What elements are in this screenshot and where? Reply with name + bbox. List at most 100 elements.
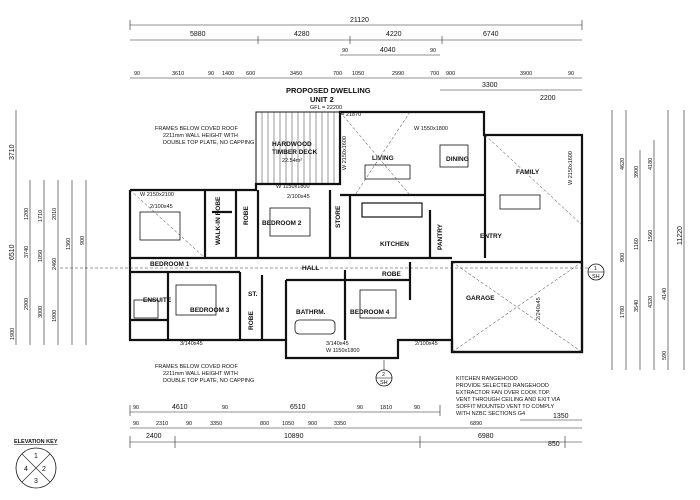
dim-left-9: 900 (80, 236, 86, 245)
room-dining: DINING (446, 156, 469, 163)
room-walkin: WALK-IN ROBE (215, 196, 222, 245)
note-rangehood-1: PROVIDE SELECTED RANGEHOOD (456, 383, 549, 389)
note-frames-bottom-3: DOUBLE TOP PLATE, NO CAPPING (163, 378, 254, 384)
window-tag-9: 3/140x45 (180, 341, 203, 347)
dim-right-6: 1780 (620, 306, 626, 318)
left-dimensions: 3710 6510 1200 1710 2010 3740 1050 2460 … (9, 110, 87, 345)
dim-b2-3: 3350 (210, 421, 222, 427)
dim-r3-3: 1400 (222, 71, 234, 77)
dim-top-3a-3: 90 (430, 48, 436, 54)
building-walls (60, 110, 590, 360)
room-deck-2: TIMBER DECK (272, 149, 317, 156)
room-deck-1: HARDWOOD (272, 141, 312, 148)
notes: FRAMES BELOW COVED ROOF 2211mm WALL HEIG… (155, 126, 561, 417)
title-gfl: GFL = 22200 (310, 105, 342, 111)
dim-right-5: 900 (620, 253, 626, 262)
section-markers: 1 SH 2 SH (375, 263, 605, 387)
dim-r3-1: 3610 (172, 71, 184, 77)
window-tag-3: W 1150x1800 (276, 184, 310, 190)
dim-left-8: 1360 (66, 238, 72, 250)
dim-top-3a-1: 90 (342, 48, 348, 54)
dim-r3-2: 90 (208, 71, 214, 77)
dim-right-8: 4320 (648, 296, 654, 308)
room-pantry: PANTRY (437, 223, 444, 250)
section-2-number: 2 (382, 372, 385, 378)
window-tag-1: W 1550x1800 (414, 126, 448, 132)
dim-right-0: 4620 (620, 158, 626, 170)
dim-b2-7: 3350 (334, 421, 346, 427)
dim-b1-2: 90 (222, 405, 228, 411)
note-frames-bottom-1: FRAMES BELOW COVED ROOF (155, 364, 238, 370)
title-line2: UNIT 2 (310, 95, 334, 104)
dim-r3-10: 900 (446, 71, 455, 77)
room-robe-1: ROBE (243, 206, 250, 225)
room-garage: GARAGE (466, 295, 495, 302)
window-tag-2: W 2150x2100 (140, 192, 174, 198)
dim-top-4: 6740 (483, 31, 499, 38)
dim-b2-2: 90 (186, 421, 192, 427)
dim-top-1: 5880 (190, 31, 206, 38)
dim-r3-11: 3900 (520, 71, 532, 77)
elevation-key-1: 1 (34, 453, 38, 460)
dim-left-10: 2900 (24, 298, 30, 310)
deck-boards (261, 112, 335, 184)
dim-r3-9: 700 (430, 71, 439, 77)
window-tag-10: 2/100x45 (415, 341, 438, 347)
dim-b2-6: 900 (308, 421, 317, 427)
window-tag-8: W 1150x1800 (326, 348, 360, 354)
dim-b3-0: 2400 (146, 433, 162, 440)
room-living: LIVING (372, 155, 394, 162)
dim-r3-4: 600 (246, 71, 255, 77)
dim-b3-3: 850 (548, 441, 560, 448)
room-bathrm: BATHRM. (296, 309, 326, 316)
room-hall: HALL (302, 265, 319, 272)
dim-b3-1: 10890 (284, 433, 304, 440)
room-robe-3: ROBE (382, 271, 401, 278)
dim-left-1: 6510 (9, 244, 16, 260)
dim-right-2: 4180 (648, 158, 654, 170)
top-dimensions: 21120 5880 4280 4220 6740 90 4040 90 90 … (129, 17, 583, 102)
bottom-dimensions: 90 4610 90 6510 90 1810 90 1350 90 2310 … (129, 404, 582, 448)
dim-left-13: 1900 (10, 328, 16, 340)
room-deck-area: 22.54m² (282, 158, 302, 164)
dim-top-3a-2: 4040 (380, 47, 396, 54)
dim-left-2: 1200 (24, 208, 30, 220)
note-rangehood-title: KITCHEN RANGEHOOD (456, 376, 518, 382)
note-frames-bottom-2: 2211mm WALL HEIGHT WITH (163, 371, 238, 377)
elevation-key-2: 2 (42, 466, 46, 473)
section-1-number: 1 (594, 266, 597, 272)
dim-top-2: 4280 (294, 31, 310, 38)
title-line1: PROPOSED DWELLING (286, 86, 371, 95)
elevation-key: ELEVATION KEY 1 2 3 4 (14, 439, 58, 489)
dim-r3-6: 700 (333, 71, 342, 77)
elevation-key-3: 3 (34, 478, 38, 485)
room-bedroom1: BEDROOM 1 (150, 261, 190, 268)
dim-b2-5: 1050 (282, 421, 294, 427)
note-rangehood-4: SOFFIT MOUNTED VENT TO COMPLY (456, 404, 555, 410)
room-bedroom2: BEDROOM 2 (262, 220, 302, 227)
dim-b2-1: 2310 (156, 421, 168, 427)
dim-r3-7: 1050 (352, 71, 364, 77)
window-tag-5: 2/100x45 (287, 194, 310, 200)
dim-b2-8: 6890 (470, 421, 482, 427)
dim-left-7: 2460 (52, 258, 58, 270)
dim-b1-5: 1810 (380, 405, 392, 411)
dim-left-4: 2010 (52, 208, 58, 220)
dim-overall: 21120 (350, 17, 369, 24)
note-frames-top-3: DOUBLE TOP PLATE, NO CAPPING (163, 140, 254, 146)
dim-right-11: 590 (662, 351, 668, 360)
dim-r3-5: 3450 (290, 71, 302, 77)
dim-b3-2: 6980 (478, 433, 494, 440)
section-1-sheet: SH (592, 274, 600, 280)
window-tag-7: 3/140x45 (326, 341, 349, 347)
dim-left-12: 1900 (52, 310, 58, 322)
dim-right-1: 3900 (634, 166, 640, 178)
room-kitchen: KITCHEN (380, 241, 409, 248)
note-rangehood-3: VENT THROUGH CEILING AND EXIT VIA (456, 397, 561, 403)
room-bedroom3: BEDROOM 3 (190, 307, 230, 314)
room-entry: ENTRY (480, 233, 502, 240)
dim-b2-0: 90 (133, 421, 139, 427)
dim-right-3: 1160 (634, 238, 640, 250)
dim-left-5: 3740 (24, 246, 30, 258)
dim-left-6: 1050 (38, 250, 44, 262)
